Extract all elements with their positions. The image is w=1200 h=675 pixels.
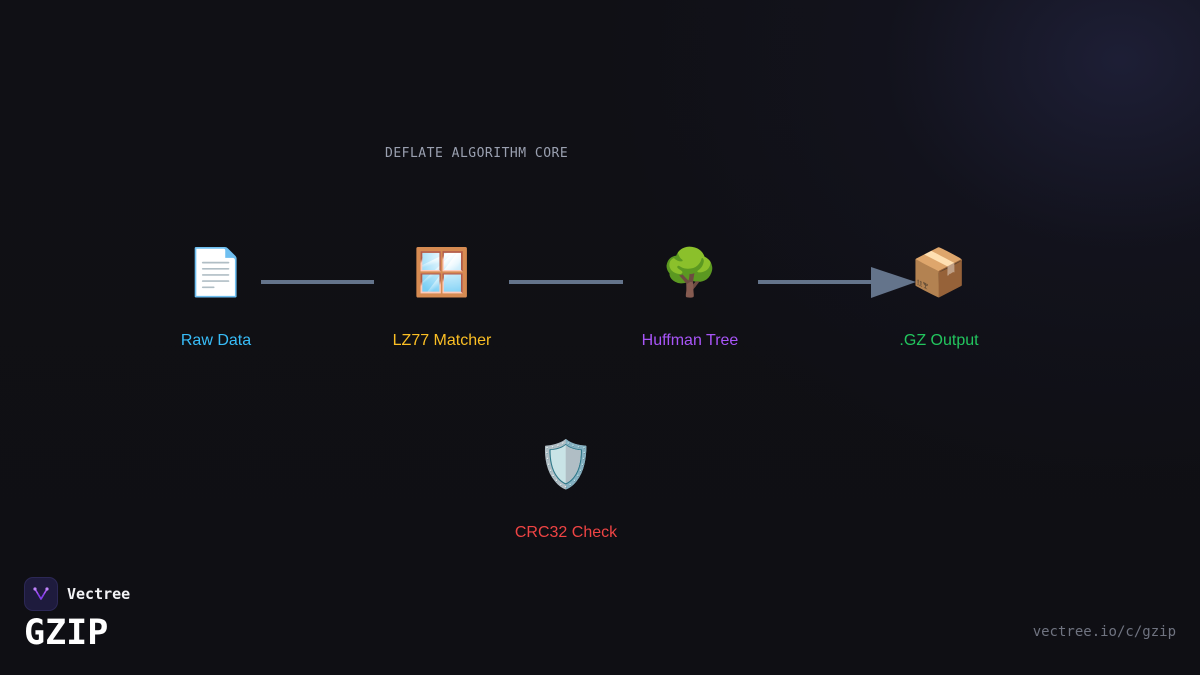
brand[interactable]: Vectree bbox=[24, 577, 130, 611]
package-icon: 📦 bbox=[910, 247, 968, 298]
node-raw-data: 📄 Raw Data bbox=[136, 243, 296, 350]
node-gz-output: 📦 .GZ Output bbox=[859, 243, 1019, 350]
page-title: GZIP bbox=[24, 613, 109, 653]
node-label: CRC32 Check bbox=[514, 524, 618, 541]
node-label: .GZ Output bbox=[899, 332, 979, 349]
node-label: Huffman Tree bbox=[641, 332, 739, 349]
arrowhead-gz bbox=[871, 267, 916, 298]
node-lz77-matcher: 🪟 LZ77 Matcher bbox=[362, 243, 522, 350]
footer-url[interactable]: vectree.io/c/gzip bbox=[1032, 624, 1176, 640]
brand-name: Vectree bbox=[67, 585, 131, 603]
node-crc32-check: 🛡️ CRC32 Check bbox=[486, 435, 646, 542]
tree-icon: 🌳 bbox=[661, 247, 719, 298]
document-icon: 📄 bbox=[187, 247, 245, 298]
shield-icon: 🛡️ bbox=[537, 439, 595, 490]
node-huffman-tree: 🌳 Huffman Tree bbox=[610, 243, 770, 350]
vectree-logo-icon bbox=[24, 577, 58, 611]
window-icon: 🪟 bbox=[413, 247, 471, 298]
node-label: Raw Data bbox=[180, 332, 252, 349]
node-label: LZ77 Matcher bbox=[392, 332, 492, 349]
section-title: DEFLATE ALGORITHM CORE bbox=[385, 146, 569, 161]
